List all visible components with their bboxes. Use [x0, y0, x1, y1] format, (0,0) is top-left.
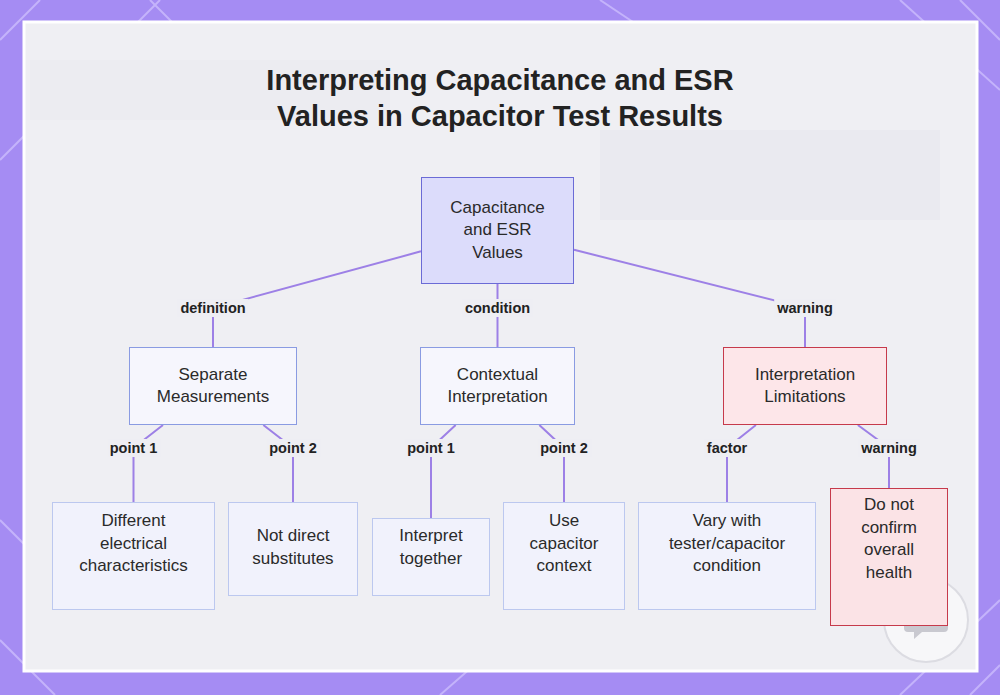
connector: [727, 425, 756, 502]
edge-label: point 2: [537, 439, 591, 457]
concept-box: Different electrical characteristics: [52, 502, 215, 610]
connector: [134, 425, 163, 502]
node-text: Not direct substitutes: [239, 525, 347, 570]
connector-line: [539, 425, 564, 502]
connector: [539, 425, 564, 502]
connector: [263, 425, 293, 502]
edge-label: warning: [774, 299, 836, 317]
edge-label: condition: [462, 299, 533, 317]
diagram-title: Interpreting Capacitance and ESR Values …: [245, 62, 755, 134]
node-text: Do not confirm overall health: [850, 494, 928, 584]
connector: [574, 250, 805, 347]
concept-box: Contextual Interpretation: [420, 347, 575, 425]
node-text: Contextual Interpretation: [431, 364, 564, 409]
node-text: Separate Measurements: [140, 364, 286, 409]
panel: [24, 22, 977, 671]
connector-line: [574, 250, 805, 347]
node-text: Capacitance and ESR Values: [446, 197, 549, 265]
title-wrap: Interpreting Capacitance and ESR Values …: [0, 62, 1000, 134]
edge-label: definition: [177, 299, 248, 317]
connector-line: [727, 425, 756, 502]
node-text: Interpret together: [383, 525, 479, 570]
node-text: Vary with tester/capacitor condition: [653, 510, 801, 578]
warning-box: Interpretation Limitations: [723, 347, 887, 425]
node-text: Interpretation Limitations: [734, 364, 876, 409]
connector-line: [263, 425, 293, 502]
edge-label: warning: [858, 439, 920, 457]
concept-box: Vary with tester/capacitor condition: [638, 502, 816, 610]
concept-box: Capacitance and ESR Values: [421, 177, 574, 284]
concept-box: Use capacitor context: [503, 502, 625, 610]
edge-label: point 1: [404, 439, 458, 457]
concept-box: Interpret together: [372, 518, 490, 596]
edge-label: point 2: [266, 439, 320, 457]
concept-box: Separate Measurements: [129, 347, 297, 425]
edge-label: factor: [704, 439, 750, 457]
connector-line: [134, 425, 163, 502]
node-text: Different electrical characteristics: [73, 510, 194, 578]
warning-box: Do not confirm overall health: [830, 488, 948, 626]
node-text: Use capacitor context: [526, 510, 602, 578]
concept-box: Not direct substitutes: [228, 502, 358, 596]
edge-label: point 1: [107, 439, 161, 457]
